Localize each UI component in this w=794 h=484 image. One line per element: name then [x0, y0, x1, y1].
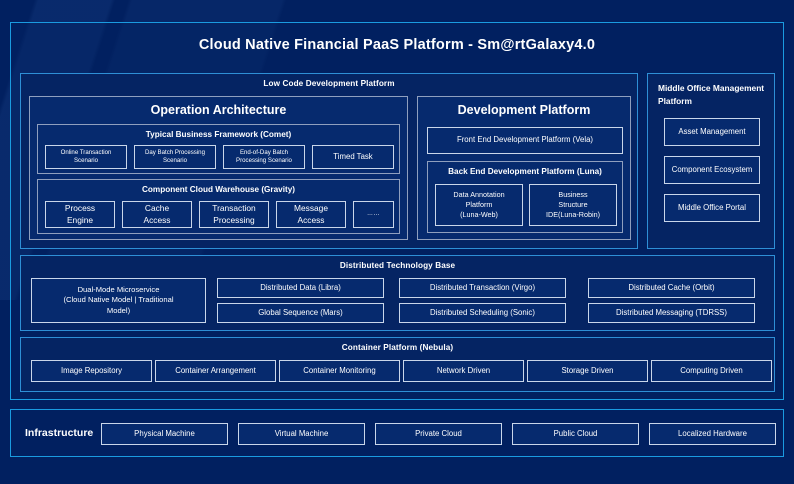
node-distributed-scheduling[interactable]: Distributed Scheduling (Sonic) [399, 303, 566, 323]
development-platform-title: Development Platform [457, 103, 591, 117]
node-online-transaction-scenario[interactable]: Online Transaction Scenario [45, 145, 127, 169]
distributed-technology-base-title: Distributed Technology Base [339, 261, 456, 270]
node-cache-access[interactable]: Cache Access [122, 201, 192, 228]
node-localized-hardware[interactable]: Localized Hardware [649, 423, 776, 445]
back-end-development-platform-group: Back End Development Platform (Luna) Dat… [427, 161, 623, 233]
node-dual-mode-microservice[interactable]: Dual-Mode Microservice (Cloud Native Mod… [31, 278, 206, 323]
low-code-title: Low Code Development Platform [263, 79, 395, 88]
node-computing-driven[interactable]: Computing Driven [651, 360, 772, 382]
component-cloud-warehouse-group: Component Cloud Warehouse (Gravity) Proc… [37, 179, 400, 234]
node-distributed-transaction[interactable]: Distributed Transaction (Virgo) [399, 278, 566, 298]
node-storage-driven[interactable]: Storage Driven [527, 360, 648, 382]
node-business-structure-ide[interactable]: Business Structure IDE(Luna-Robin) [529, 184, 617, 226]
node-distributed-cache[interactable]: Distributed Cache (Orbit) [588, 278, 755, 298]
typical-business-framework-group: Typical Business Framework (Comet) Onlin… [37, 124, 400, 174]
development-platform-group: Development Platform Front End Developme… [417, 96, 631, 240]
node-more-components[interactable]: …… [353, 201, 394, 228]
main-platform-panel: Cloud Native Financial PaaS Platform - S… [10, 22, 784, 400]
container-platform-group: Container Platform (Nebula) Image Reposi… [20, 337, 775, 392]
node-private-cloud[interactable]: Private Cloud [375, 423, 502, 445]
operation-architecture-group: Operation Architecture Typical Business … [29, 96, 408, 240]
node-network-driven[interactable]: Network Driven [403, 360, 524, 382]
node-process-engine[interactable]: Process Engine [45, 201, 115, 228]
operation-architecture-title: Operation Architecture [150, 103, 287, 117]
infrastructure-label: Infrastructure [25, 427, 94, 439]
node-middle-office-portal[interactable]: Middle Office Portal [664, 194, 760, 222]
node-public-cloud[interactable]: Public Cloud [512, 423, 639, 445]
node-data-annotation-platform[interactable]: Data Annotation Platform (Luna-Web) [435, 184, 523, 226]
node-container-monitoring[interactable]: Container Monitoring [279, 360, 400, 382]
container-platform-title: Container Platform (Nebula) [341, 343, 454, 352]
node-component-ecosystem[interactable]: Component Ecosystem [664, 156, 760, 184]
node-transaction-processing[interactable]: Transaction Processing [199, 201, 269, 228]
node-front-end-development-platform[interactable]: Front End Development Platform (Vela) [427, 127, 623, 154]
node-distributed-data[interactable]: Distributed Data (Libra) [217, 278, 384, 298]
distributed-technology-base-group: Distributed Technology Base Dual-Mode Mi… [20, 255, 775, 331]
typical-business-framework-title: Typical Business Framework (Comet) [145, 130, 292, 139]
node-physical-machine[interactable]: Physical Machine [101, 423, 228, 445]
node-message-access[interactable]: Message Access [276, 201, 346, 228]
node-image-repository[interactable]: Image Repository [31, 360, 152, 382]
node-timed-task[interactable]: Timed Task [312, 145, 394, 169]
node-asset-management[interactable]: Asset Management [664, 118, 760, 146]
middle-office-management-platform: Middle Office Management Platform Asset … [647, 73, 775, 249]
low-code-development-platform: Low Code Development Platform Operation … [20, 73, 638, 249]
node-virtual-machine[interactable]: Virtual Machine [238, 423, 365, 445]
page-title: Cloud Native Financial PaaS Platform - S… [198, 37, 596, 53]
middle-office-title: Middle Office Management Platform [658, 83, 765, 106]
infrastructure-panel: Infrastructure Physical Machine Virtual … [10, 409, 784, 457]
node-distributed-messaging[interactable]: Distributed Messaging (TDRSS) [588, 303, 755, 323]
node-container-arrangement[interactable]: Container Arrangement [155, 360, 276, 382]
node-day-batch-processing-scenario[interactable]: Day Batch Processing Scenario [134, 145, 216, 169]
node-global-sequence[interactable]: Global Sequence (Mars) [217, 303, 384, 323]
node-end-of-day-batch-processing-scenario[interactable]: End-of-Day Batch Processing Scenario [223, 145, 305, 169]
component-cloud-warehouse-title: Component Cloud Warehouse (Gravity) [142, 185, 295, 194]
back-end-development-platform-title: Back End Development Platform (Luna) [448, 167, 602, 176]
